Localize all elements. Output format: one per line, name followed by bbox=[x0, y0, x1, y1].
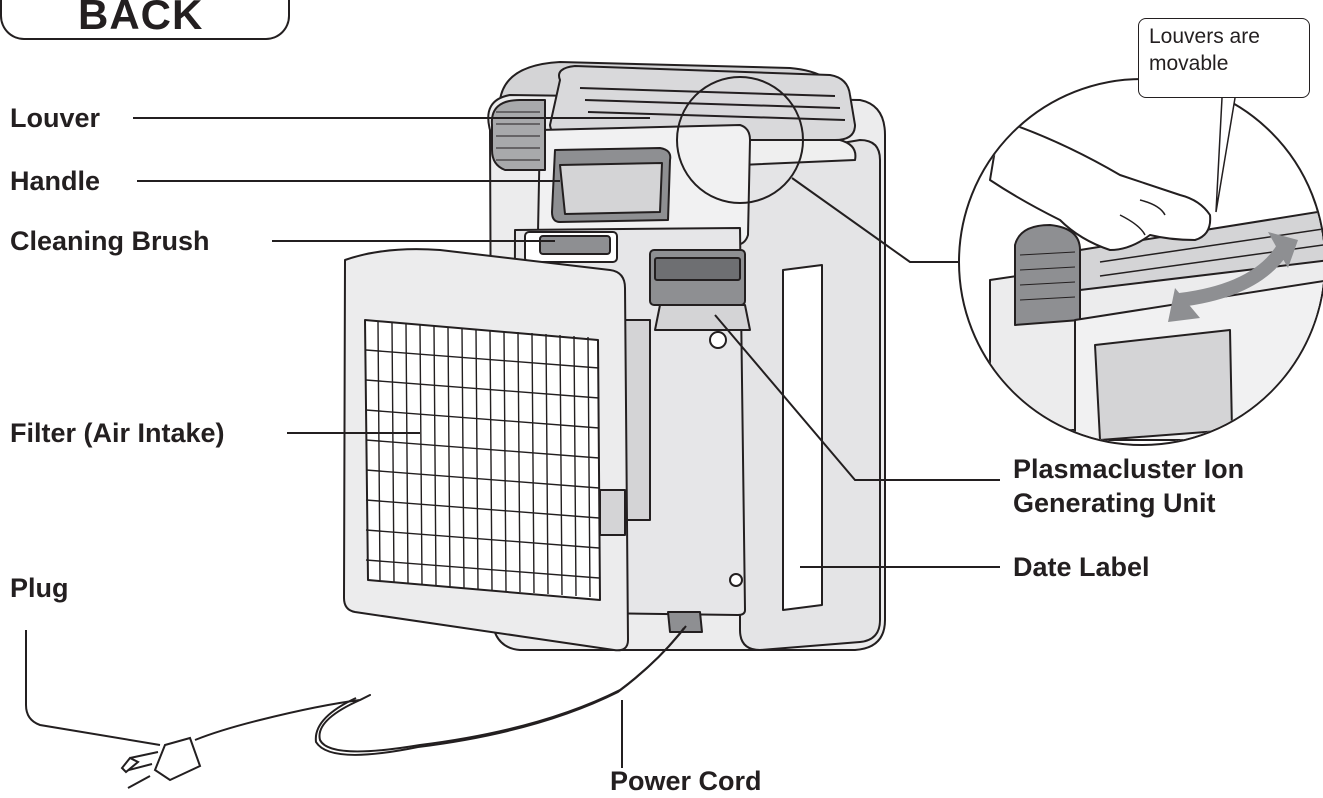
power-cord-drawing bbox=[194, 625, 687, 756]
label-cleaning-brush: Cleaning Brush bbox=[10, 226, 210, 256]
callout-line2: movable bbox=[1149, 52, 1229, 75]
purifier-body bbox=[487, 61, 886, 651]
louver-zoom-detail bbox=[958, 78, 1323, 446]
label-filter: Filter (Air Intake) bbox=[10, 418, 225, 448]
label-ion-unit-line2: Generating Unit bbox=[1013, 488, 1216, 518]
label-handle: Handle bbox=[10, 166, 101, 196]
zoom-source-circle bbox=[676, 76, 804, 204]
plug-icon bbox=[120, 736, 202, 789]
louvers-callout: Louvers are movable bbox=[1138, 18, 1310, 98]
filter-panel bbox=[343, 248, 629, 652]
leader-lines bbox=[133, 117, 1000, 768]
back-button[interactable] bbox=[0, 0, 290, 40]
label-power-cord: Power Cord bbox=[610, 766, 762, 796]
label-date-label: Date Label bbox=[1013, 552, 1150, 582]
zoom-connector-line bbox=[791, 177, 958, 263]
label-plug: Plug bbox=[10, 573, 69, 603]
callout-pointer bbox=[1215, 97, 1236, 213]
callout-line1: Louvers are bbox=[1149, 25, 1260, 48]
label-ion-unit-line1: Plasmacluster Ion bbox=[1013, 454, 1245, 484]
label-louver: Louver bbox=[10, 103, 101, 133]
plug-leader-line bbox=[25, 630, 161, 746]
back-button-label: BACK bbox=[78, 0, 204, 38]
